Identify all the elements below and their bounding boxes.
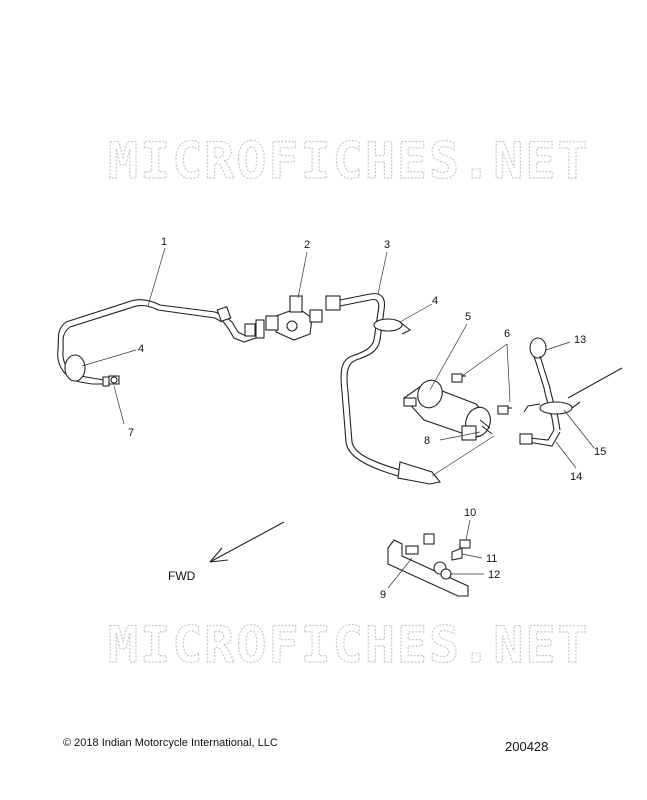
purge-valve [265, 295, 323, 341]
figure-number: 200428 [505, 739, 549, 754]
callout-9: 9 [380, 589, 386, 601]
nut-12 [440, 568, 452, 580]
callout-13: 13 [574, 334, 586, 346]
callout-4-right: 4 [432, 295, 438, 307]
vent-hose-left [57, 299, 265, 387]
callout-1: 1 [161, 236, 167, 248]
leader-lines [81, 247, 595, 589]
bolt-10 [459, 539, 471, 549]
callout-4-left: 4 [138, 343, 144, 355]
callout-labels: 1 2 3 4 4 5 6 7 8 9 10 11 12 13 14 15 [128, 236, 606, 601]
callout-7: 7 [128, 427, 134, 439]
watermark-top: MICROFICHES.NET [108, 132, 590, 190]
fwd-label: FWD [168, 569, 196, 583]
callout-15: 15 [594, 446, 606, 458]
bolt-6b [497, 405, 512, 415]
hose-to-canister [325, 293, 441, 485]
vent-hose-right [519, 337, 623, 447]
callout-12: 12 [488, 569, 500, 581]
clamp-4-right-tab [399, 321, 412, 335]
callout-8: 8 [424, 435, 430, 447]
mounting-bracket [387, 533, 469, 597]
watermark-bottom: MICROFICHES.NET [108, 616, 590, 674]
forward-direction-arrow: FWD [168, 521, 285, 583]
callout-10: 10 [464, 507, 476, 519]
washer-11 [451, 547, 463, 561]
fitting-7 [108, 375, 120, 385]
clamp-4-right [373, 318, 403, 332]
callout-6: 6 [504, 328, 510, 340]
callout-11: 11 [486, 553, 497, 565]
callout-5: 5 [465, 311, 471, 323]
callout-3: 3 [384, 239, 390, 251]
callout-14: 14 [570, 471, 582, 483]
copyright-notice: © 2018 Indian Motorcycle International, … [63, 737, 278, 749]
callout-2: 2 [304, 239, 310, 251]
evap-canister [403, 379, 493, 441]
bolt-6a [451, 373, 466, 383]
